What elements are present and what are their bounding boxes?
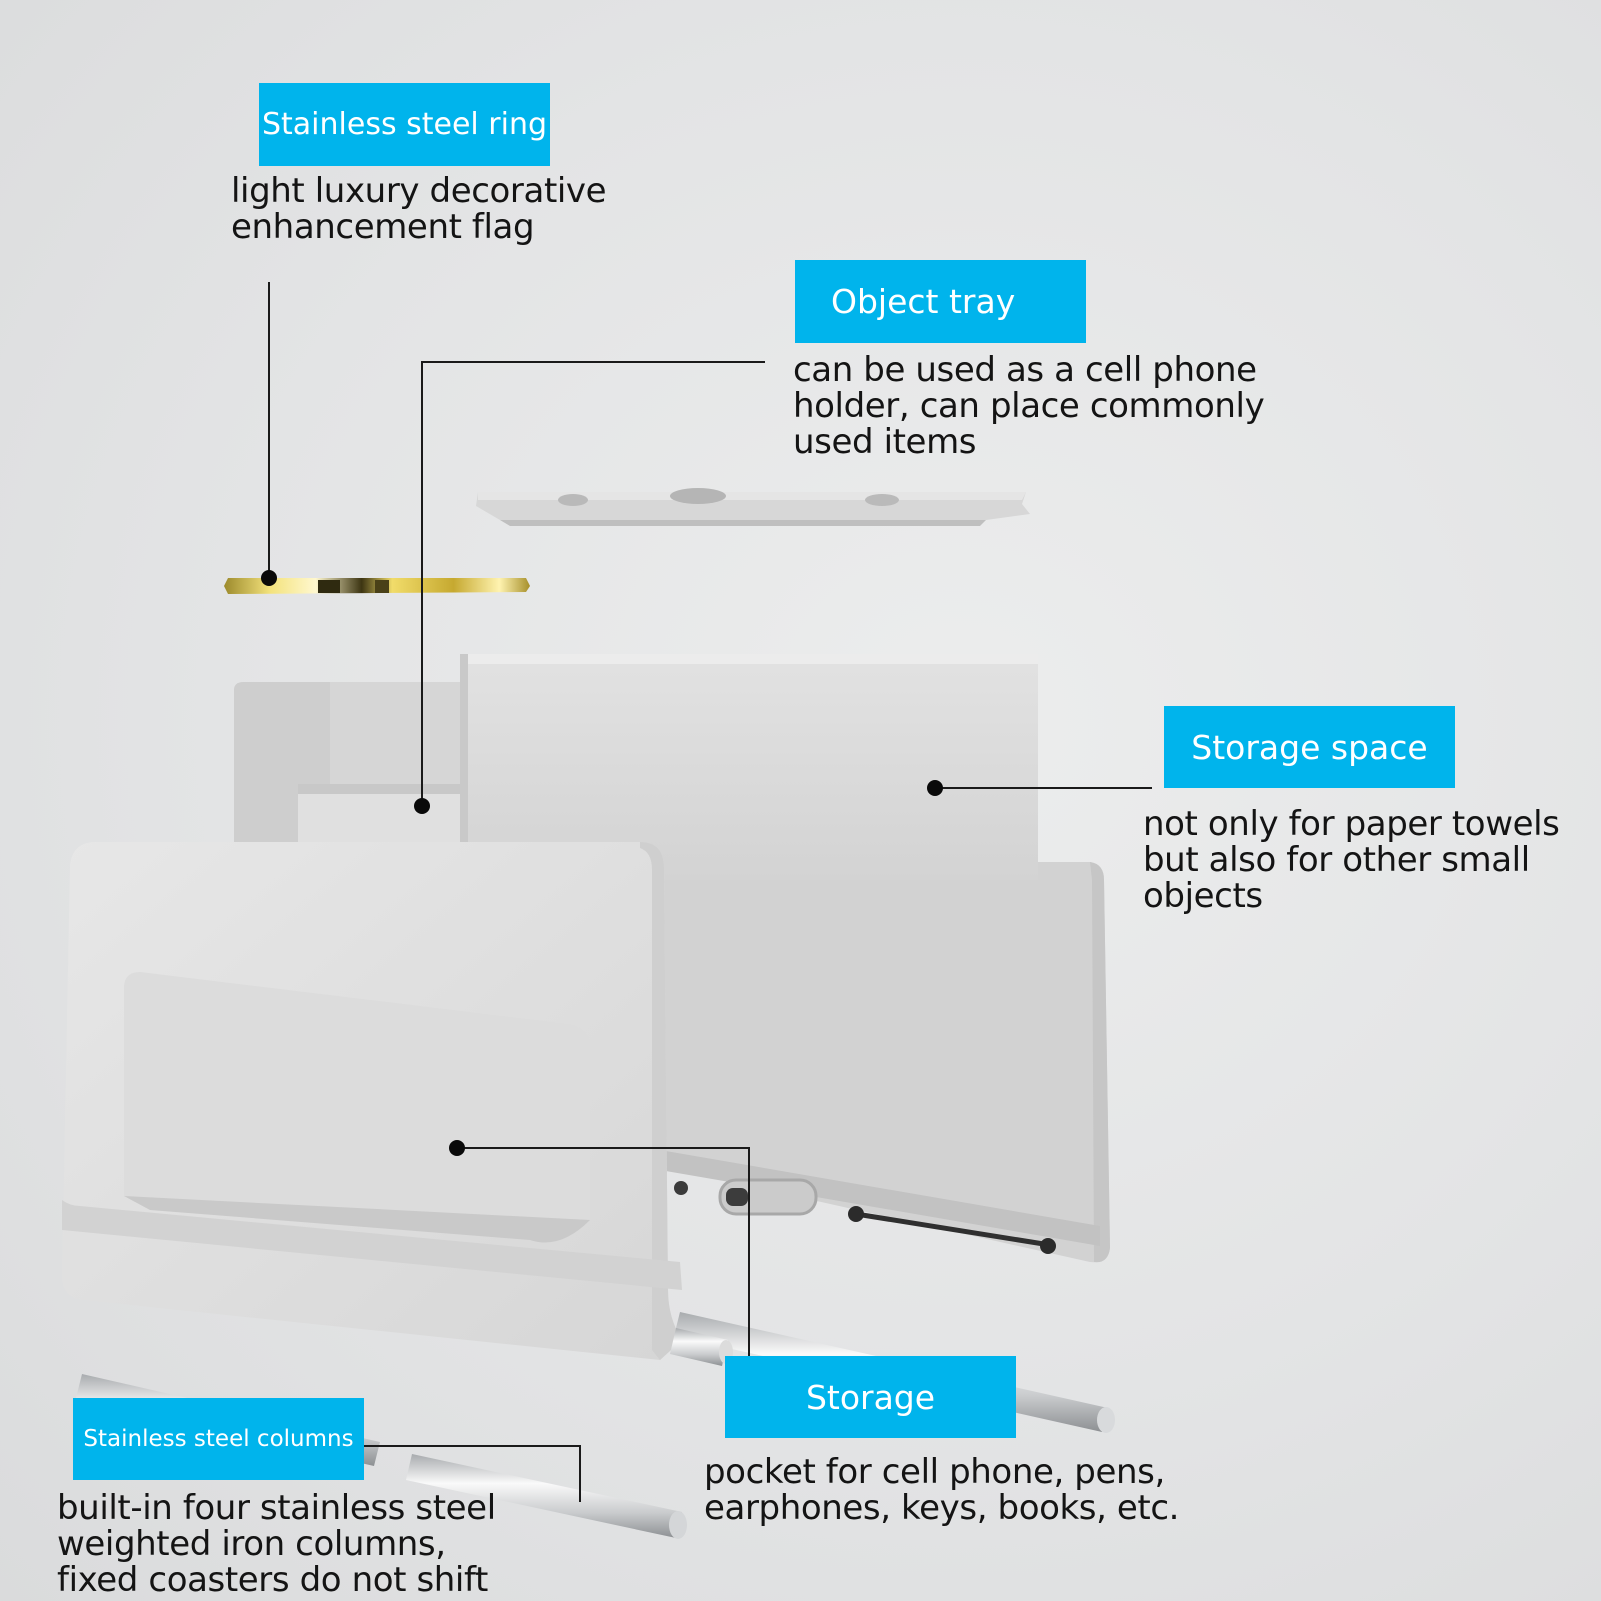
round-holder xyxy=(234,682,460,862)
columns-description: built-in four stainless steel weighted i… xyxy=(57,1488,496,1600)
storage-tag: Storage xyxy=(725,1356,1016,1438)
tray-tag: Object tray xyxy=(795,260,1086,343)
leader-tray xyxy=(421,361,765,806)
storage-description: pocket for cell phone, pens, earphones, … xyxy=(704,1452,1180,1528)
ring-tag: Stainless steel ring xyxy=(259,83,550,166)
leader-columns xyxy=(364,1445,581,1502)
object-tray xyxy=(476,488,1030,526)
dot-storage xyxy=(449,1140,465,1156)
leader-lines xyxy=(268,282,1152,1502)
storage-box xyxy=(460,654,1038,880)
ring-description: light luxury decorative enhancement flag xyxy=(231,171,607,247)
leader-dots xyxy=(261,570,943,1156)
dot-storage-space xyxy=(927,780,943,796)
storage-space-description: not only for paper towels but also for o… xyxy=(1143,804,1560,916)
steel-column-rod-end xyxy=(1097,1407,1115,1433)
tray-description: can be used as a cell phone holder, can … xyxy=(793,350,1265,462)
steel-column-rod-end xyxy=(669,1511,687,1539)
storage-space-tag: Storage space xyxy=(1164,706,1455,788)
leader-storage xyxy=(457,1147,750,1356)
dot-tray xyxy=(414,798,430,814)
dot-ring xyxy=(261,570,277,586)
columns-tag: Stainless steel columns xyxy=(73,1398,364,1480)
main-body xyxy=(62,842,682,1360)
decorative-ring xyxy=(224,578,530,594)
side-panel xyxy=(660,862,1110,1263)
steel-column-rod xyxy=(406,1454,682,1538)
